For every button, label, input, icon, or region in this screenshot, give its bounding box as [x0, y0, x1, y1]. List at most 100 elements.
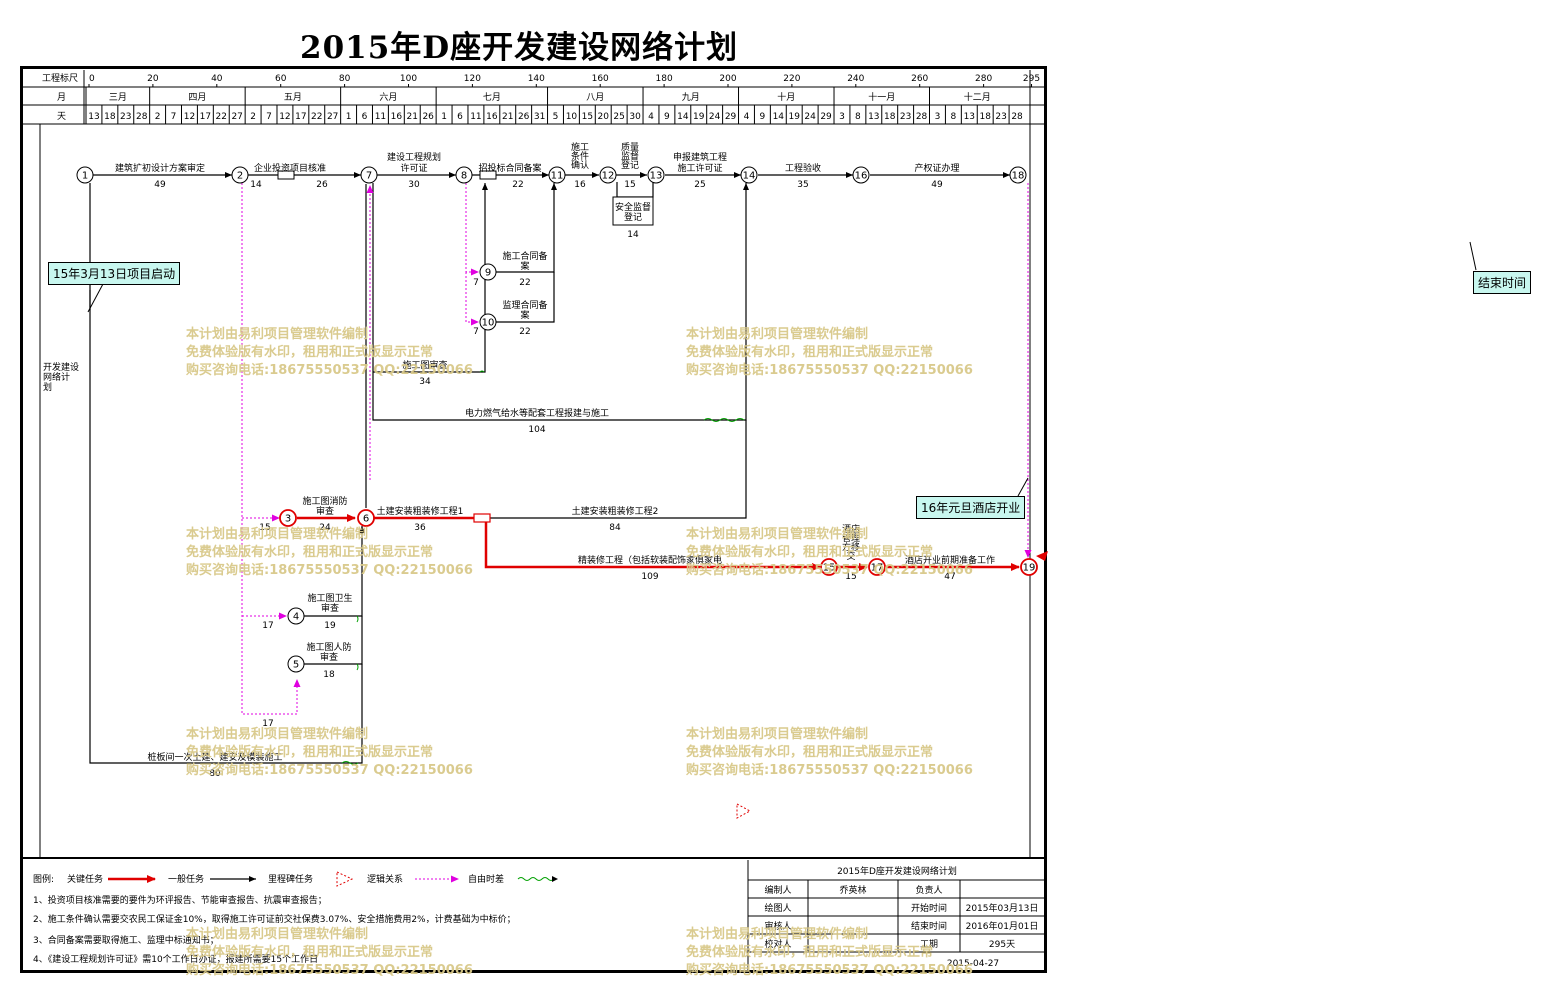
opening-callout: 16年元旦酒店开业 — [916, 496, 1026, 519]
legend-normal: 一般任务 — [168, 873, 204, 885]
task-label: 建设工程规划 — [387, 151, 441, 163]
day-tick: 10 — [566, 112, 578, 122]
day-tick: 11 — [375, 112, 386, 122]
task-label: 施工合同备 — [502, 250, 547, 262]
svg-text:4: 4 — [293, 612, 299, 623]
svg-text:10: 10 — [482, 318, 495, 329]
day-tick: 7 — [266, 112, 272, 122]
scale-tick: 295 — [1023, 74, 1040, 84]
node-11: 11 — [548, 166, 566, 184]
day-tick: 2 — [155, 112, 161, 122]
day-tick: 23 — [995, 112, 1006, 122]
month-separators — [85, 87, 931, 105]
scale-tick: 180 — [656, 74, 673, 84]
task-days: 15 — [845, 572, 856, 582]
logic-relations — [241, 183, 1032, 715]
critical-fine — [484, 522, 821, 571]
task-label: 精装修工程（包括软装配饰家俱家电 — [578, 554, 722, 566]
task-arrows — [89, 172, 1010, 764]
node-18: 18 — [1009, 166, 1027, 184]
legend-label: 图例: — [33, 873, 54, 885]
scale-label: 工程标尺 — [42, 72, 78, 84]
svg-text:网络计: 网络计 — [43, 371, 70, 383]
info-title: 2015年D座开发建设网络计划 — [837, 865, 957, 877]
day-tick: 27 — [327, 112, 338, 122]
svg-text:2: 2 — [237, 171, 243, 182]
scale-tick: 120 — [464, 74, 481, 84]
node-1: 1 — [76, 166, 94, 184]
task-days: 22 — [519, 278, 530, 288]
day-tick: 26 — [518, 112, 530, 122]
svg-text:结束时间: 结束时间 — [911, 920, 947, 932]
day-tick: 9 — [664, 112, 670, 122]
watermark: 本计划由易利项目管理软件编制免费体验版有水印，租用和正式版显示正常购买咨询电话:… — [686, 527, 973, 578]
task-label: 桩板间一次土建、建安及模装施工 — [147, 751, 282, 763]
day-tick: 4 — [648, 112, 654, 122]
scale-tick: 260 — [911, 74, 928, 84]
day-tick: 19 — [789, 112, 801, 122]
svg-text:交: 交 — [846, 550, 855, 562]
task-days: 22 — [512, 180, 523, 190]
chart-frame — [20, 66, 1047, 973]
note-3: 3、合同备案需要取得施工、监理中标通知书； — [33, 934, 219, 946]
day-tick: 4 — [744, 112, 750, 122]
task-label: 申报建筑工程 — [673, 151, 727, 163]
day-tick: 28 — [1011, 112, 1023, 122]
legend: 图例: 关键任务 一般任务 里程碑任务 逻辑关系 自由时差 1、投资项目核准需要… — [33, 871, 558, 965]
svg-text:审核人: 审核人 — [764, 920, 791, 932]
watermark: 本计划由易利项目管理软件编制免费体验版有水印，租用和正式版显示正常购买咨询电话:… — [686, 727, 973, 778]
task-days: 22 — [519, 327, 530, 337]
task-label: 许可证 — [400, 162, 427, 174]
day-tick: 13 — [964, 112, 975, 122]
day-tick: 29 — [820, 112, 832, 122]
legend-critical: 关键任务 — [67, 873, 103, 885]
watermark: 本计划由易利项目管理软件编制免费体验版有水印，租用和正式版显示正常购买咨询电话:… — [686, 927, 973, 978]
scale-tick: 40 — [211, 74, 223, 84]
task-days: 49 — [154, 180, 166, 190]
scale-tick: 60 — [275, 74, 287, 84]
day-tick: 7 — [171, 112, 177, 122]
day-tick: 24 — [709, 112, 721, 122]
day-tick: 23 — [120, 112, 131, 122]
scale-tick: 160 — [592, 74, 609, 84]
legend-free: 自由时差 — [468, 873, 504, 885]
svg-text:18: 18 — [1012, 171, 1025, 182]
svg-text:方移: 方移 — [842, 541, 860, 553]
day-tick: 14 — [773, 112, 785, 122]
watermark: 本计划由易利项目管理软件编制免费体验版有水印，租用和正式版显示正常购买咨询电话:… — [186, 727, 473, 778]
task-label: 企业投资项目核准 — [254, 162, 326, 174]
arrow-pile — [89, 183, 363, 764]
node-6: 6 — [357, 509, 375, 527]
task-label: 产权证办理 — [914, 162, 959, 174]
svg-text:14: 14 — [743, 171, 756, 182]
task-days: 16 — [574, 180, 586, 190]
task-days: 36 — [414, 523, 426, 533]
day-tick: 16 — [391, 112, 403, 122]
milestone-box-2-7 — [277, 170, 295, 180]
arrow-power — [372, 183, 749, 421]
node-7: 7 — [360, 166, 378, 184]
task-label: 案 — [520, 309, 529, 321]
task-days: 47 — [944, 572, 955, 582]
day-tick: 15 — [582, 112, 593, 122]
svg-text:校对人: 校对人 — [764, 938, 791, 950]
task-days: 24 — [319, 523, 331, 533]
svg-text:绘图人: 绘图人 — [764, 902, 791, 914]
day-tick: 6 — [362, 112, 368, 122]
task-days: 84 — [609, 523, 621, 533]
info-end: 2016年01月01日 — [966, 920, 1039, 932]
scale-tick: 200 — [719, 74, 736, 84]
node-8: 8 — [455, 166, 473, 184]
scale-tick: 220 — [783, 74, 800, 84]
task-days: 14 — [627, 230, 639, 240]
day-tick: 31 — [534, 112, 545, 122]
task-label: 建筑扩初设计方案审定 — [115, 162, 205, 174]
task-label: 酒店开业前期准备工作 — [905, 554, 995, 566]
day-tick: 14 — [677, 112, 689, 122]
scale-tick: 80 — [339, 74, 351, 84]
svg-text:13: 13 — [650, 171, 663, 182]
svg-text:负责人: 负责人 — [915, 884, 942, 896]
task-label: 审查 — [320, 651, 338, 663]
